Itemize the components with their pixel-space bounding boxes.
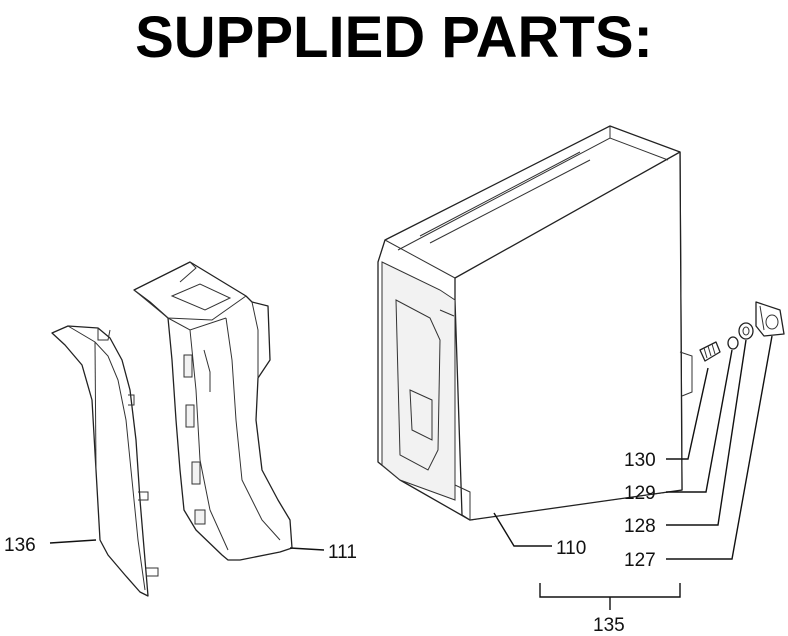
label-129: 129 xyxy=(624,483,656,504)
label-127: 127 xyxy=(624,550,656,571)
label-110: 110 xyxy=(556,538,586,559)
leader-lines xyxy=(49,335,773,610)
label-135: 135 xyxy=(593,615,625,636)
page-title: SUPPLIED PARTS: xyxy=(135,5,653,70)
part-129-washer xyxy=(727,336,739,350)
label-130: 130 xyxy=(624,450,656,471)
part-111-front-cover xyxy=(133,261,293,561)
label-136: 136 xyxy=(4,535,36,556)
part-110-water-tank xyxy=(377,125,693,521)
label-111: 111 xyxy=(328,542,357,563)
part-136-side-panel xyxy=(51,325,159,597)
label-128: 128 xyxy=(624,516,656,537)
part-130-spring xyxy=(699,341,721,362)
part-128-nut xyxy=(738,322,754,340)
part-127-bracket xyxy=(755,301,785,337)
